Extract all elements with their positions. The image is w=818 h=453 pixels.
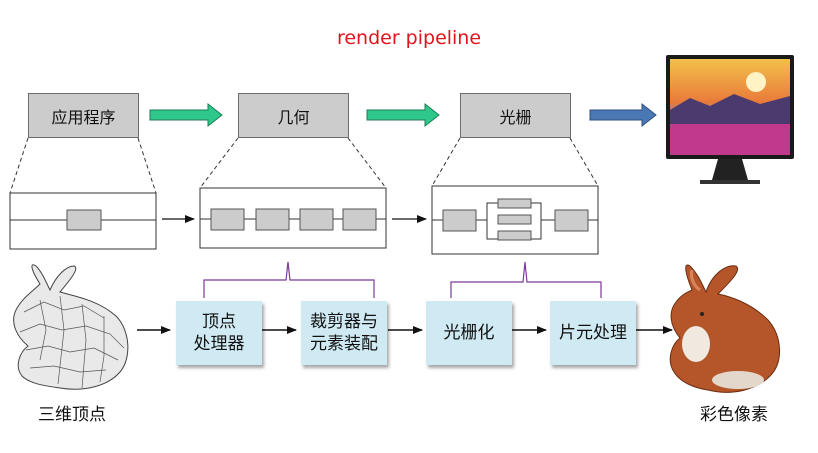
step-clip-line1: 裁剪器与	[310, 312, 378, 332]
page-title: render pipeline	[336, 27, 482, 49]
colored-bunny-icon	[669, 264, 781, 393]
step-clipper-assembly: 裁剪器与 元素装配	[301, 301, 387, 365]
brackets	[203, 261, 602, 298]
raster-detail-block	[431, 185, 599, 255]
stage-application: 应用程序	[28, 93, 139, 138]
stage-raster: 光栅	[460, 93, 571, 138]
arrow-geometry-to-raster	[366, 102, 440, 128]
caption-colored-pixels: 彩色像素	[700, 405, 768, 425]
caption-3d-vertices: 三维顶点	[38, 405, 106, 425]
arrow-app-to-geometry	[149, 102, 223, 128]
app-detail-block	[9, 192, 157, 250]
wireframe-bunny-icon	[13, 264, 129, 390]
monitor-icon	[666, 55, 794, 184]
expansion-lines	[9, 137, 599, 194]
arrow-raster-to-monitor	[589, 102, 657, 128]
step-vertex-line1: 顶点	[202, 312, 236, 332]
step-rasterization: 光栅化	[426, 301, 512, 365]
geometry-detail-block	[199, 187, 387, 249]
stage-geometry: 几何	[238, 93, 349, 138]
step-clip-line2: 元素装配	[310, 334, 378, 354]
step-vertex-line2: 处理器	[193, 334, 245, 354]
step-vertex-processor: 顶点 处理器	[176, 301, 262, 365]
step-fragment-processing: 片元处理	[550, 301, 636, 365]
